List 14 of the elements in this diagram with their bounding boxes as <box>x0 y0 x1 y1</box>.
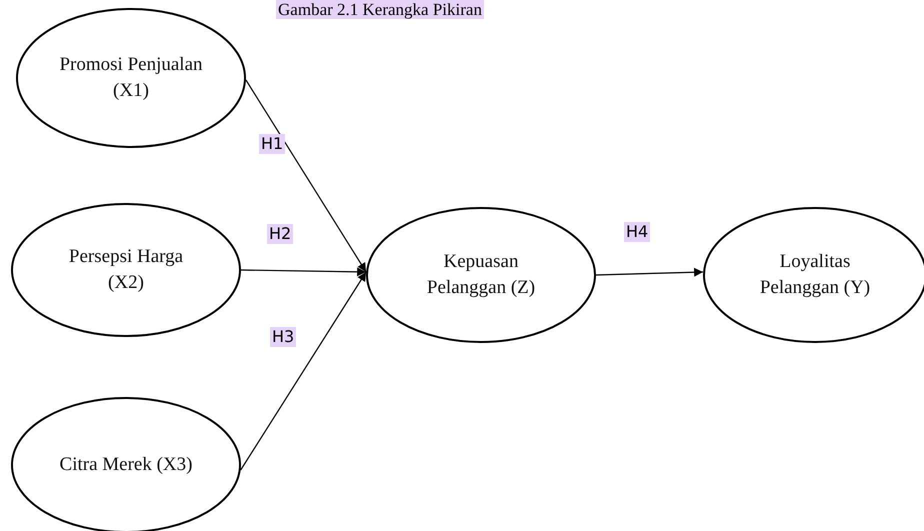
node-label: Citra Merek (X3) <box>58 453 194 477</box>
arrow <box>245 80 367 272</box>
node-label: Loyalitas Pelanggan (Y) <box>758 250 872 300</box>
edge-label: H1 <box>259 134 286 154</box>
node-label: Kepuasan Pelanggan (Z) <box>426 250 536 300</box>
arrow <box>240 272 367 470</box>
node-label: Persepsi Harga (X2) <box>68 245 184 295</box>
edge-label: H2 <box>267 224 294 244</box>
figure-title: Gambar 2.1 Kerangka Pikiran <box>276 0 484 19</box>
node-label: Promosi Penjualan (X1) <box>58 53 204 103</box>
edge-label: H3 <box>270 327 296 347</box>
edge-label: H4 <box>624 222 650 242</box>
arrow <box>596 268 704 277</box>
arrow <box>240 267 366 276</box>
